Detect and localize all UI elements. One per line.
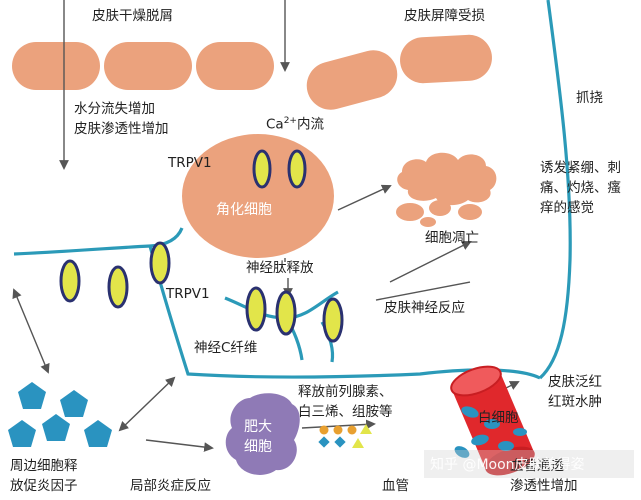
label-keratinocyte: 角化细胞 (216, 202, 272, 218)
blood-vessel (450, 365, 535, 476)
label-local-inflammation: 局部炎症反应 (130, 478, 211, 494)
mast-cell (225, 393, 300, 475)
trpv1-channel-nerve (59, 241, 344, 343)
label-skin-nerve-reaction: 皮肤神经反应 (384, 300, 465, 316)
skin-cell (306, 50, 398, 110)
label-water-loss: 水分流失增加 (74, 101, 155, 117)
label-prostaglandin-2: 白三烯、组胺等 (298, 404, 393, 420)
label-mast-cell-1: 肥大 (244, 419, 272, 435)
label-scratch: 抓挠 (576, 90, 603, 106)
label-sensation-3: 痒的感觉 (540, 200, 594, 216)
pro-inflammatory-factors (8, 382, 112, 447)
double-arrow (12, 288, 50, 374)
skin-cell (400, 34, 492, 84)
label-erythema-2: 红斑水肿 (548, 394, 602, 410)
label-calcium-influx: Ca2+内流 (266, 116, 324, 133)
label-apoptosis: 细胞凋亡 (425, 230, 479, 246)
label-surround-2: 放促炎因子 (10, 478, 78, 494)
mediator-particles (318, 424, 372, 448)
label-prostaglandin-1: 释放前列腺素、 (298, 384, 393, 400)
arrow (145, 439, 214, 452)
label-vessel-perm-2: 渗透性增加 (510, 478, 578, 494)
watermark-text: 知乎 @Moon皮肤美得姿 (430, 457, 585, 473)
skin-cell (196, 42, 274, 90)
label-surround-1: 周边细胞释 (10, 458, 78, 474)
label-blood-vessel: 血管 (382, 478, 409, 494)
arrow (337, 184, 392, 211)
skin-cell-layer-right (306, 34, 492, 110)
skin-cell (104, 42, 192, 90)
skin-cell (12, 42, 100, 90)
label-vessel-perm-1: 血管通透 (510, 458, 564, 474)
label-dry-skin: 皮肤干燥脱屑 (92, 8, 173, 24)
label-white-cell: 白细胞 (478, 410, 519, 426)
skin-cell-layer-left (12, 42, 274, 90)
nerve-fiber-right (538, 0, 572, 380)
label-barrier-damage: 皮肤屏障受损 (404, 8, 485, 24)
watermark-bg (424, 450, 634, 478)
label-mast-cell-2: 细胞 (244, 439, 272, 455)
label-permeability: 皮肤渗透性增加 (74, 121, 169, 137)
label-erythema-1: 皮肤泛红 (548, 374, 602, 390)
double-arrow (118, 376, 176, 432)
arrow (375, 281, 471, 301)
label-sensation-1: 诱发紧绷、刺 (540, 160, 621, 176)
label-trpv1-mid: TRPV1 (166, 286, 210, 302)
label-c-fiber: 神经C纤维 (194, 340, 258, 356)
trpv1-channel-top (252, 149, 307, 189)
arrow (389, 241, 472, 283)
label-trpv1-top: TRPV1 (168, 155, 212, 171)
apoptotic-cell (396, 152, 497, 227)
white-blood-cells (454, 406, 527, 458)
label-neuropeptide: 神经肽释放 (246, 260, 314, 276)
label-sensation-2: 痛、灼烧、瘙 (540, 180, 621, 196)
